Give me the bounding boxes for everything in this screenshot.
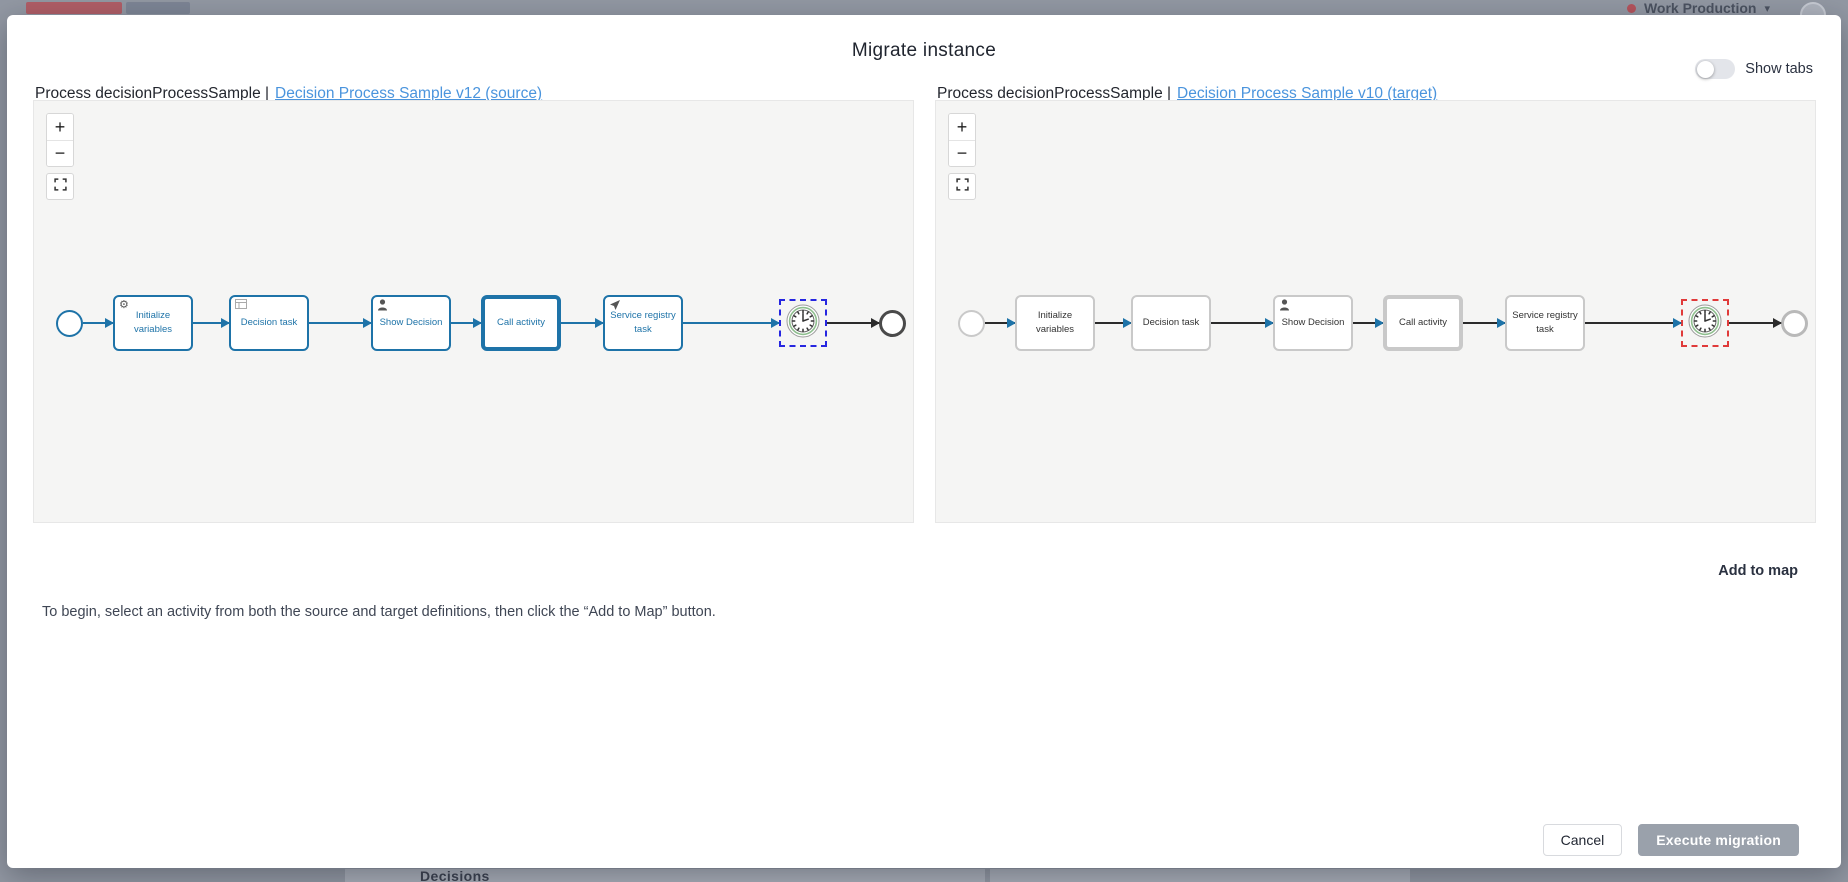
task-initialize-variables[interactable]: Initialize variables ⚙ bbox=[113, 295, 193, 351]
end-event[interactable] bbox=[879, 309, 906, 337]
zoom-out-button[interactable]: − bbox=[47, 140, 73, 166]
target-diagram-canvas[interactable]: +− Initialize variables Decision task Show … bbox=[935, 100, 1816, 523]
show-tabs-label: Show tabs bbox=[1745, 61, 1813, 77]
task-service-registry-task[interactable]: Service registry task bbox=[603, 295, 683, 351]
sequence-flow-arrow bbox=[1095, 318, 1132, 328]
fit-to-screen-icon bbox=[53, 177, 67, 196]
target-definition-link[interactable]: Decision Process Sample v10 (target) bbox=[1177, 85, 1438, 102]
target-panel-header: Process decisionProcessSample | Decision … bbox=[937, 85, 1437, 103]
source-definition-link[interactable]: Decision Process Sample v12 (source) bbox=[275, 85, 543, 102]
source-panel-header: Process decisionProcessSample | Decision … bbox=[35, 85, 542, 103]
selected-activity-marker[interactable] bbox=[1681, 299, 1729, 347]
timer-event[interactable] bbox=[1687, 303, 1723, 344]
task-label: Initialize variables bbox=[1035, 309, 1075, 335]
dialog-title: Migrate instance bbox=[851, 40, 997, 61]
zoom-in-button[interactable]: + bbox=[47, 114, 73, 140]
task-initialize-variables[interactable]: Initialize variables bbox=[1015, 295, 1095, 351]
task-label: Service registry task bbox=[1512, 309, 1578, 335]
selected-activity-marker[interactable] bbox=[779, 299, 827, 347]
source-diagram-canvas[interactable]: +− Initialize variables ⚙ Decision task Show… bbox=[33, 100, 914, 523]
background-partial-text: Decisions bbox=[420, 868, 490, 882]
sequence-flow-arrow bbox=[683, 318, 780, 328]
sequence-flow-arrow bbox=[1585, 318, 1682, 328]
background-page-top: Work Production ▾ bbox=[0, 0, 1848, 16]
sequence-flow-arrow bbox=[1211, 318, 1274, 328]
task-show-decision[interactable]: Show Decision bbox=[371, 295, 451, 351]
sequence-flow-arrow bbox=[561, 318, 604, 328]
migrate-instance-dialog: Migrate instance Show tabs Process decis… bbox=[7, 15, 1841, 868]
task-label: Call activity bbox=[1398, 316, 1448, 328]
bpmn-flow: Initialize variables Decision task Show De… bbox=[958, 295, 1808, 351]
task-show-decision[interactable]: Show Decision bbox=[1273, 295, 1353, 351]
sequence-flow-arrow bbox=[193, 318, 230, 328]
avatar bbox=[1800, 2, 1826, 16]
user-icon bbox=[377, 299, 389, 311]
task-label: Call activity bbox=[496, 316, 546, 328]
task-service-registry-task[interactable]: Service registry task bbox=[1505, 295, 1585, 351]
send-icon bbox=[609, 299, 621, 311]
fit-to-screen-icon bbox=[955, 177, 969, 196]
dialog-footer: Cancel Execute migration bbox=[1542, 824, 1799, 856]
sequence-flow-arrow bbox=[985, 318, 1016, 328]
table-icon bbox=[235, 299, 247, 311]
background-table-cell bbox=[990, 869, 1410, 882]
background-logo bbox=[26, 2, 190, 14]
target-process-name: Process decisionProcessSample | bbox=[937, 85, 1172, 102]
source-process-name: Process decisionProcessSample | bbox=[35, 85, 270, 102]
sequence-flow-arrow bbox=[451, 318, 482, 328]
bpmn-flow: Initialize variables ⚙ Decision task Show D… bbox=[56, 295, 906, 351]
task-call-activity[interactable]: Call activity bbox=[481, 295, 561, 351]
task-decision-task[interactable]: Decision task bbox=[229, 295, 309, 351]
fit-to-screen-button[interactable] bbox=[948, 173, 976, 200]
workspace-selector: Work Production ▾ bbox=[1626, 0, 1770, 16]
workspace-status-dot bbox=[1626, 3, 1636, 13]
gear-icon: ⚙ bbox=[119, 298, 129, 311]
instruction-text: To begin, select an activity from both t… bbox=[42, 604, 716, 620]
sequence-flow-arrow bbox=[309, 318, 372, 328]
user-icon bbox=[1279, 299, 1291, 311]
background-logo-gray bbox=[126, 2, 190, 14]
canvas-zoom-controls: +− bbox=[948, 113, 976, 200]
task-label: Show Decision bbox=[1281, 316, 1345, 328]
task-call-activity[interactable]: Call activity bbox=[1383, 295, 1463, 351]
task-label: Decision task bbox=[1142, 316, 1200, 328]
chevron-down-icon: ▾ bbox=[1764, 2, 1770, 15]
sequence-flow-arrow bbox=[1729, 318, 1782, 328]
start-event[interactable] bbox=[958, 309, 985, 337]
zoom-out-button[interactable]: − bbox=[949, 140, 975, 166]
task-label: Service registry task bbox=[610, 309, 676, 335]
background-logo-red bbox=[26, 2, 122, 14]
task-decision-task[interactable]: Decision task bbox=[1131, 295, 1211, 351]
sequence-flow-arrow bbox=[1353, 318, 1384, 328]
execute-migration-button[interactable]: Execute migration bbox=[1638, 824, 1799, 856]
task-label: Show Decision bbox=[379, 316, 443, 328]
fit-to-screen-button[interactable] bbox=[46, 173, 74, 200]
sequence-flow-arrow bbox=[827, 318, 880, 328]
timer-event[interactable] bbox=[785, 303, 821, 344]
show-tabs-toggle[interactable]: Show tabs bbox=[1695, 59, 1813, 79]
toggle-switch[interactable] bbox=[1695, 59, 1736, 79]
add-to-map-button[interactable]: Add to map bbox=[1718, 563, 1798, 579]
workspace-label: Work Production bbox=[1643, 0, 1757, 16]
sequence-flow-arrow bbox=[1463, 318, 1506, 328]
canvas-zoom-controls: +− bbox=[46, 113, 74, 200]
start-event[interactable] bbox=[56, 309, 83, 337]
task-label: Initialize variables bbox=[133, 309, 173, 335]
background-table-cell bbox=[345, 869, 985, 882]
zoom-in-button[interactable]: + bbox=[949, 114, 975, 140]
end-event[interactable] bbox=[1781, 309, 1808, 337]
toggle-knob bbox=[1697, 60, 1715, 78]
task-label: Decision task bbox=[240, 316, 298, 328]
background-page-bottom: Decisions bbox=[0, 867, 1848, 882]
cancel-button[interactable]: Cancel bbox=[1542, 824, 1623, 856]
sequence-flow-arrow bbox=[83, 318, 114, 328]
